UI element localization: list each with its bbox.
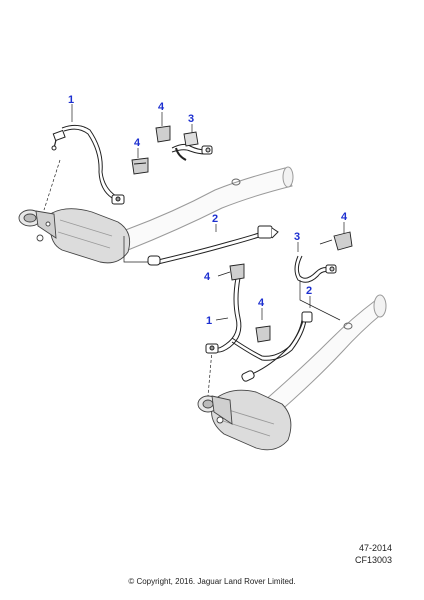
callout-1-upper: 1 — [68, 94, 74, 106]
callout-4-lower-a: 4 — [204, 271, 211, 283]
callout-2-middle: 2 — [212, 213, 218, 225]
middle-sensor-2-harness — [147, 225, 279, 266]
upper-bracket-4b — [155, 125, 199, 147]
callout-3-upper: 3 — [188, 113, 194, 125]
callout-4-upper-a: 4 — [158, 101, 165, 113]
upper-catalytic-converter — [18, 208, 131, 264]
reference-page-number: 47-2014 — [358, 543, 392, 553]
callout-4-lower-b: 4 — [258, 297, 265, 309]
right-sensor-3 — [294, 255, 337, 283]
upper-leader-lines — [43, 104, 217, 263]
callout-4-right: 4 — [341, 211, 348, 223]
lower-leader-lines — [207, 222, 345, 397]
lower-bracket-4 — [229, 263, 271, 343]
upper-sensor-1-harness — [51, 124, 125, 205]
callout-1-lower: 1 — [206, 315, 212, 327]
lower-sensor-1-harness — [205, 277, 307, 361]
callout-4-upper-b: 4 — [134, 137, 141, 149]
right-bracket-4 — [319, 231, 353, 251]
callout-2-lower: 2 — [306, 285, 312, 297]
upper-exhaust-pipe — [119, 166, 294, 251]
copyright-notice: © Copyright, 2016. Jaguar Land Rover Lim… — [128, 577, 296, 586]
lower-sensor-2 — [241, 311, 313, 382]
lower-exhaust-pipe — [255, 294, 387, 421]
upper-sensor-3 — [171, 143, 213, 161]
reference-figure-code: CF13003 — [354, 555, 392, 565]
upper-bracket-4a — [131, 157, 149, 175]
callout-3-right: 3 — [294, 231, 300, 243]
